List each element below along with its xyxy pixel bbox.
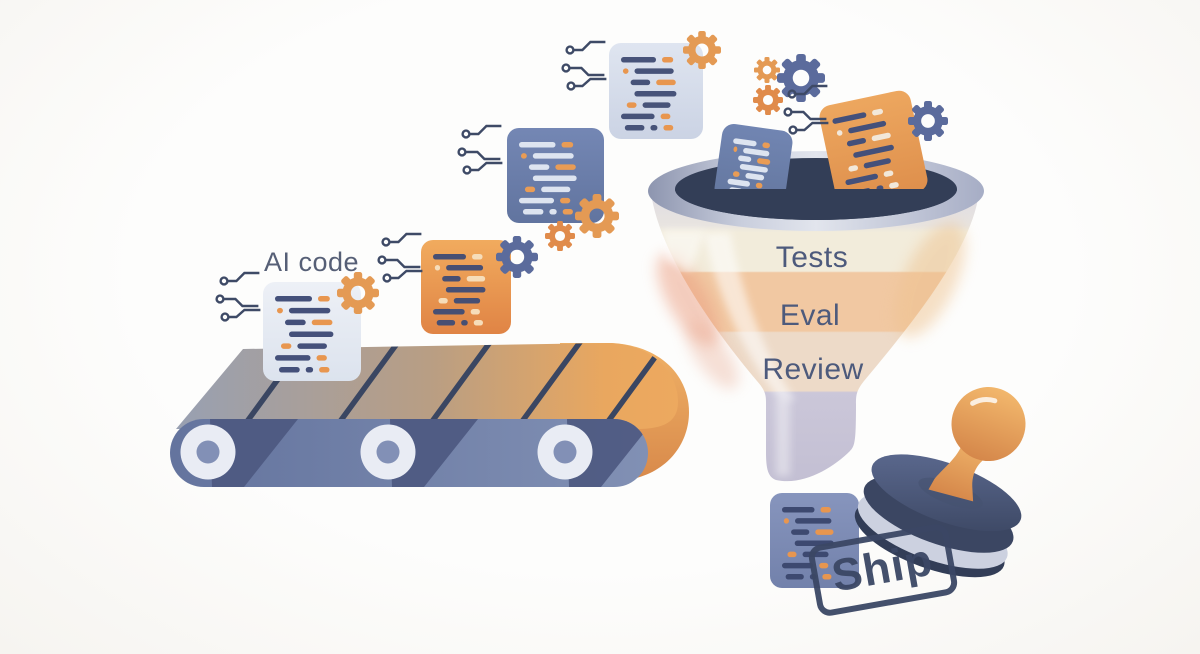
ai-code-label: AI code	[264, 247, 360, 277]
funnel-salmon-tint	[656, 253, 720, 347]
code-card-on-belt	[263, 282, 361, 381]
gear-icon	[575, 194, 619, 238]
circuit-trace-icon	[215, 271, 261, 322]
belt-shadow-wedge	[390, 419, 478, 487]
code-card-falling-blue	[714, 123, 793, 208]
gear-icon	[337, 272, 379, 314]
gear-icon	[496, 236, 538, 278]
stamp-handle-knob	[951, 387, 1026, 462]
rubber-stamp-icon	[854, 387, 1026, 578]
funnel-stage-label-tests: Tests	[775, 241, 849, 274]
funnel-tan-tint	[894, 222, 966, 338]
circuit-trace-icon	[377, 232, 423, 283]
funnel-stage-label-eval: Eval	[779, 299, 841, 332]
ship-imprint-text: Ship	[827, 533, 937, 602]
code-card-blue	[507, 128, 604, 223]
code-card-orange	[421, 240, 511, 334]
gear-icon	[908, 101, 948, 141]
gear-icon	[753, 85, 783, 115]
belt-shadow-wedge	[567, 419, 648, 487]
roller-icon	[537, 424, 593, 480]
code-card-light	[609, 43, 703, 139]
funnel-icon	[648, 90, 984, 482]
stamp-knob-highlight	[970, 397, 998, 406]
funnel-stage-label-review: Review	[762, 353, 864, 386]
gear-icon	[683, 31, 721, 69]
funnel-highlight-stripe	[704, 232, 795, 400]
circuit-trace-icon	[457, 124, 503, 175]
circuit-trace-icon	[783, 84, 829, 135]
gear-icon	[754, 57, 780, 83]
code-card-falling-orange	[819, 90, 928, 207]
funnel-facet-highlight	[662, 230, 706, 272]
funnel-salmon-tint-2	[685, 320, 739, 390]
conveyor-belt-icon	[170, 343, 689, 487]
gear-icon	[545, 221, 575, 251]
funnel-stem-highlight	[776, 398, 790, 476]
circuit-trace-icon	[561, 40, 607, 91]
belt-shadow-wedge	[210, 419, 298, 487]
roller-icon	[180, 424, 236, 480]
code-card-shipped	[770, 493, 859, 588]
roller-icon	[360, 424, 416, 480]
funnel-opening-front	[675, 189, 957, 220]
